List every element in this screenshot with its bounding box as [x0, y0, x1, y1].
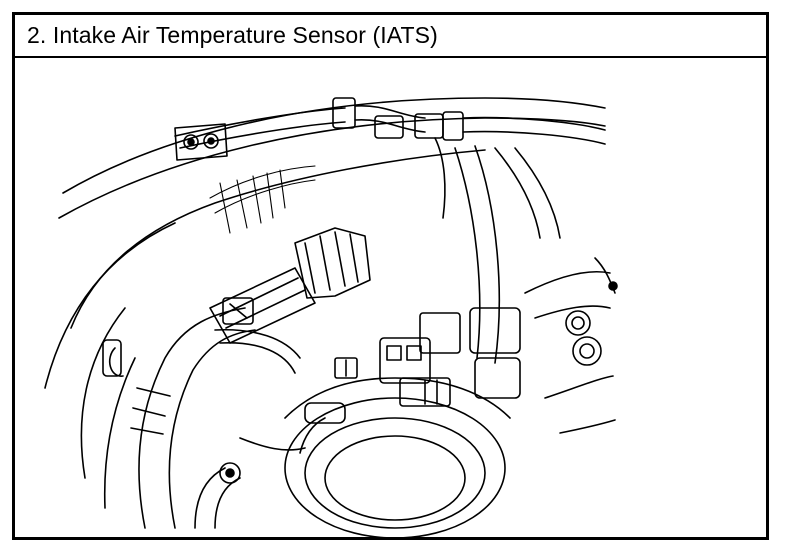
fender-outline [44, 97, 606, 509]
lower-left-component [194, 437, 306, 529]
bolt-bracket-top [174, 123, 228, 161]
engine-bay-illustration [15, 58, 766, 537]
right-bracket [524, 257, 618, 434]
throttle-body [284, 377, 511, 537]
upper-harness [174, 97, 606, 149]
figure-header: 2. Intake Air Temperature Sensor (IATS) [15, 15, 766, 58]
figure-frame: 2. Intake Air Temperature Sensor (IATS) [12, 12, 769, 540]
iats-line-drawing [44, 97, 618, 537]
iats-sensor-connector [209, 227, 371, 374]
mid-harness [209, 165, 316, 234]
right-hose [434, 137, 561, 364]
figure-title: 2. Intake Air Temperature Sensor (IATS) [27, 22, 438, 48]
relay-connectors [334, 307, 521, 407]
left-hose [102, 307, 256, 529]
